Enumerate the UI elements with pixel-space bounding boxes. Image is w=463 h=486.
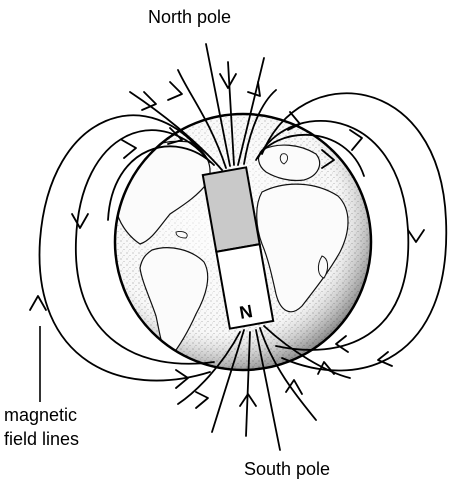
arrow-icon <box>195 391 209 409</box>
arrow-icon <box>121 139 137 159</box>
field-line-bottom-2 <box>245 331 251 437</box>
arrow-icon <box>247 81 261 97</box>
madagascar-island <box>317 255 329 279</box>
arrow-icon <box>141 91 157 111</box>
field-line-bottom-5 <box>177 331 241 405</box>
magnet-north-half <box>215 243 275 330</box>
field-line-top-1 <box>205 43 231 167</box>
arrow-icon <box>29 295 47 311</box>
magnet-north-label: N <box>238 301 254 323</box>
field-line-right-outer <box>261 92 448 372</box>
arrow-icon <box>219 73 237 89</box>
british-isles <box>279 153 289 165</box>
bar-magnet <box>201 166 275 330</box>
field-line-bottom-4 <box>259 327 317 421</box>
field-line-right-inner <box>255 133 365 177</box>
south-pole-label: South pole <box>244 459 331 479</box>
arrow-icon <box>349 129 363 151</box>
arrow-icon <box>175 369 189 389</box>
africa-continent <box>256 183 349 313</box>
field-line-bottom-3 <box>255 329 281 451</box>
field-lines-label-line2: field lines <box>4 429 80 449</box>
caribbean-islands <box>175 231 188 239</box>
field-lines-label-line1: magnetic <box>4 405 78 425</box>
arrow-icon <box>285 379 303 395</box>
field-direction-arrows <box>29 73 425 409</box>
field-line-left-inner <box>107 145 215 221</box>
field-line-bottom-6 <box>263 325 351 379</box>
field-line-top-3 <box>237 57 265 166</box>
arrow-icon <box>287 111 301 131</box>
field-line-top-6 <box>243 89 277 165</box>
arrow-icon <box>239 393 257 407</box>
field-line-bottom-1 <box>211 329 245 433</box>
arrow-icon <box>335 335 349 353</box>
field-line-top-2 <box>227 61 235 166</box>
north-pole-label: North pole <box>148 7 232 27</box>
magnetic-field-lines <box>38 43 448 451</box>
arrow-icon <box>71 213 89 229</box>
arrow-icon <box>407 229 425 243</box>
arrow-icon <box>321 149 335 169</box>
continents <box>115 140 349 359</box>
field-line-top-5 <box>129 91 223 171</box>
field-line-left-outer <box>38 114 211 382</box>
europe-continent <box>257 144 321 182</box>
arrow-icon <box>317 361 335 375</box>
arrow-icon <box>167 127 183 145</box>
arrow-icon <box>377 351 393 367</box>
field-line-left-middle <box>75 129 215 365</box>
arrow-icon <box>167 81 183 101</box>
field-line-top-4 <box>177 69 227 169</box>
